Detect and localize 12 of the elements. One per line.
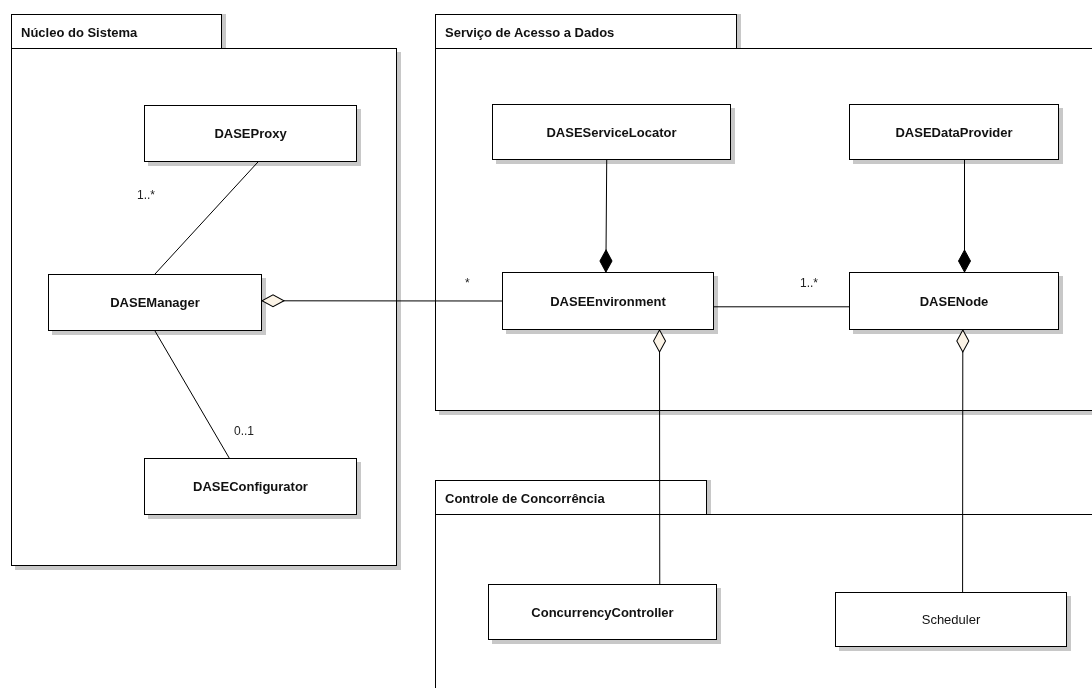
multiplicity-label: 0..1 bbox=[234, 424, 254, 438]
aggregation-line bbox=[653, 329, 667, 585]
multiplicity-label: * bbox=[465, 276, 470, 290]
association-line bbox=[713, 306, 850, 308]
aggregation-line bbox=[261, 294, 503, 308]
aggregation-line bbox=[599, 159, 613, 273]
association-line bbox=[154, 161, 259, 275]
multiplicity-label: 1..* bbox=[800, 276, 818, 290]
association-line bbox=[154, 330, 230, 459]
aggregation-line bbox=[956, 329, 970, 593]
aggregation-line bbox=[958, 159, 971, 273]
multiplicity-label: 1..* bbox=[137, 188, 155, 202]
